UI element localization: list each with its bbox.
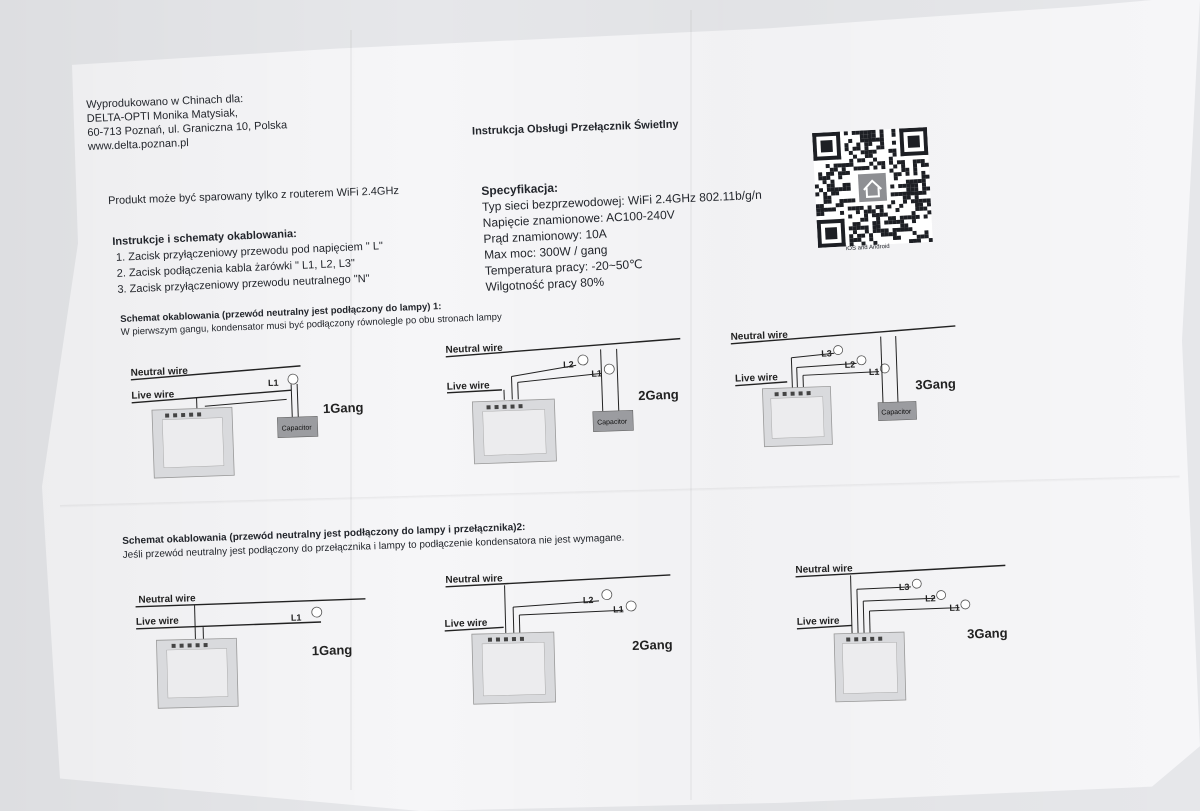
manufacturer-info: Wyprodukowano w Chinach dla: DELTA-OPTI … [86, 90, 288, 154]
wiring-diagram-2gang-scheme2: Neutral wire Live wire L2 L1 2Gang [444, 573, 673, 705]
label-live-wire: Live wire [797, 616, 841, 628]
label-l2: L2 [563, 359, 574, 369]
label-2gang: 2Gang [632, 637, 673, 653]
label-l1: L1 [613, 604, 624, 614]
capacitor-box [592, 410, 634, 433]
label-capacitor: Capacitor [282, 425, 313, 433]
bulb-icon [879, 363, 890, 374]
label-l1: L1 [268, 378, 279, 388]
bulb-icon [833, 345, 844, 355]
label-l2: L2 [844, 359, 855, 369]
bulb-icon [287, 373, 299, 385]
qr-code [812, 127, 933, 248]
label-neutral-wire: Neutral wire [445, 573, 503, 586]
label-l2: L2 [583, 595, 594, 605]
label-live-wire: Live wire [447, 380, 491, 393]
bulb-icon [911, 578, 922, 589]
label-l1: L1 [291, 613, 302, 623]
label-live-wire: Live wire [131, 389, 175, 402]
bulb-icon [311, 606, 323, 618]
label-neutral-wire: Neutral wire [445, 343, 503, 356]
label-neutral-wire: Neutral wire [130, 366, 188, 379]
label-3gang: 3Gang [967, 625, 1008, 641]
wiring-diagram-2gang-scheme1: Neutral wire Live wire L2 L1 Capacitor 2… [445, 337, 681, 465]
bulb-icon [936, 590, 947, 600]
label-2gang: 2Gang [638, 387, 679, 403]
fold-line-vertical-1 [350, 30, 352, 790]
label-capacitor: Capacitor [881, 409, 912, 417]
label-1gang: 1Gang [312, 642, 353, 658]
bulb-icon [960, 599, 971, 610]
label-capacitor: Capacitor [597, 419, 628, 427]
wiring-diagram-3gang-scheme2: Neutral wire Live wire L3 L2 L1 3Gang [795, 563, 1008, 703]
label-live-wire: Live wire [444, 618, 488, 630]
capacitor-box [877, 401, 917, 422]
label-neutral-wire: Neutral wire [730, 330, 788, 343]
qr-center-logo [857, 172, 888, 203]
wiring-diagram-1gang-scheme2: Neutral wire Live wire L1 1Gang [135, 593, 366, 709]
bulb-icon [603, 363, 615, 375]
instructions-block: Instrukcje i schematy okablowania: 1. Za… [112, 222, 385, 298]
bulb-icon [856, 355, 867, 366]
wiring-diagram-3gang-scheme1: Neutral wire Live wire L3 L2 L1 Capacito… [730, 325, 956, 448]
label-neutral-wire: Neutral wire [795, 563, 853, 576]
wiring-diagram-1gang-scheme1: Neutral wire Live wire L1 Capacitor 1Gan… [130, 365, 364, 479]
bulb-icon [625, 600, 637, 612]
bulb-icon [577, 354, 589, 366]
label-live-wire: Live wire [136, 616, 180, 628]
label-live-wire: Live wire [735, 372, 779, 385]
label-3gang: 3Gang [915, 376, 956, 392]
capacitor-box [276, 416, 319, 439]
specification-block: Specyfikacja: Typ sieci bezprzewodowej: … [481, 171, 766, 295]
home-icon [863, 179, 882, 198]
label-l3: L3 [821, 348, 832, 358]
label-1gang: 1Gang [323, 400, 364, 416]
label-neutral-wire: Neutral wire [138, 593, 196, 606]
bulb-icon [601, 589, 613, 601]
